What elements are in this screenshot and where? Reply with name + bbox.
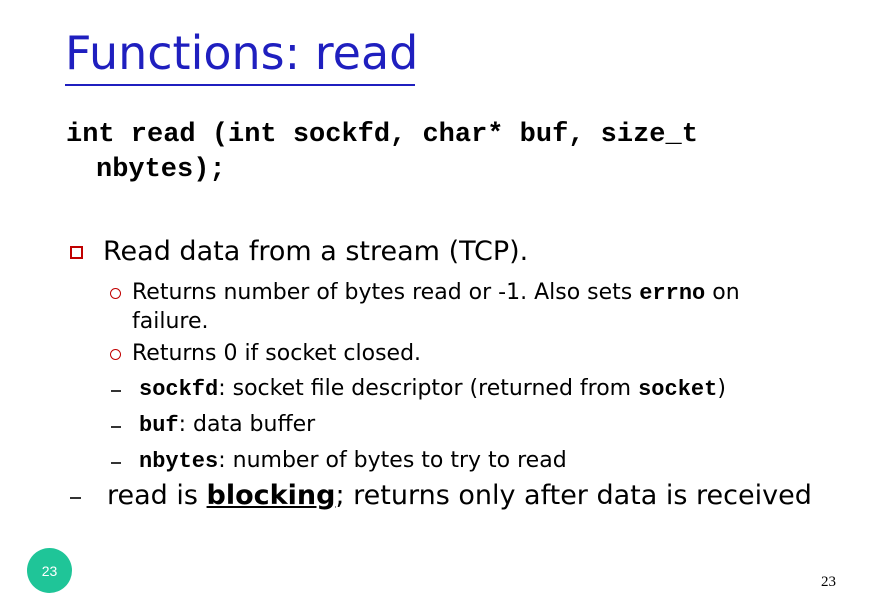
- bullet-read-data: Read data from a stream (TCP).: [70, 236, 528, 268]
- dash-item-text-b: ): [717, 376, 726, 401]
- dash-item-blocking: read is blocking; returns only after dat…: [70, 480, 812, 512]
- sub-bullet-returns: Returns number of bytes read or -1. Also…: [110, 279, 772, 336]
- dash-item-text: nbytes: number of bytes to try to read: [139, 447, 567, 476]
- sub-bullet-text-part-b: on failure.: [132, 280, 740, 334]
- dash-item-nbytes: nbytes: number of bytes to try to read: [111, 447, 567, 476]
- dash-item-buf: buf: data buffer: [111, 411, 315, 440]
- blocking-keyword: blocking: [206, 480, 336, 511]
- dash-bullet-icon: [111, 390, 121, 392]
- function-signature: int read (int sockfd, char* buf, size_t …: [66, 118, 826, 188]
- page-title: Functions: read: [65, 26, 419, 80]
- errno-code: errno: [639, 281, 706, 306]
- square-bullet-icon: [70, 246, 83, 259]
- sub-bullet-returns-zero: Returns 0 if socket closed.: [110, 340, 421, 368]
- sub-bullet-text: Returns number of bytes read or -1. Also…: [132, 279, 772, 336]
- socket-code: socket: [638, 377, 718, 402]
- signature-line-2: nbytes);: [96, 155, 226, 185]
- dash-item-text-a: : socket file descriptor (returned from: [218, 376, 639, 401]
- blocking-text: read is blocking; returns only after dat…: [107, 480, 812, 512]
- dash-bullet-icon: [111, 462, 121, 464]
- dash-item-text: buf: data buffer: [139, 411, 315, 440]
- title-underline: [65, 84, 415, 86]
- bullet-text: Read data from a stream (TCP).: [103, 236, 529, 267]
- sub-bullet-text-part-a: Returns number of bytes read or -1. Also…: [132, 280, 640, 305]
- blocking-text-c: ; returns only after data is received: [335, 480, 812, 511]
- circle-bullet-icon: [110, 349, 121, 360]
- dash-item-text-a: : data buffer: [178, 412, 316, 437]
- circle-bullet-icon: [110, 288, 121, 299]
- sockfd-code: sockfd: [139, 377, 219, 402]
- sub-bullet-text: Returns 0 if socket closed.: [132, 341, 422, 366]
- dash-item-sockfd: sockfd: socket file descriptor (returned…: [111, 375, 726, 404]
- dash-bullet-icon: [70, 497, 81, 499]
- dash-bullet-icon: [111, 426, 121, 428]
- dash-item-text: sockfd: socket file descriptor (returned…: [139, 375, 726, 404]
- signature-line-1: int read (int sockfd, char* buf, size_t: [66, 120, 698, 150]
- dash-item-text-a: : number of bytes to try to read: [218, 448, 567, 473]
- page-number: 23: [821, 574, 836, 590]
- blocking-text-a: read is: [107, 480, 207, 511]
- buf-code: buf: [139, 413, 179, 438]
- nbytes-code: nbytes: [139, 449, 219, 474]
- slide-number-badge: 23: [27, 548, 72, 593]
